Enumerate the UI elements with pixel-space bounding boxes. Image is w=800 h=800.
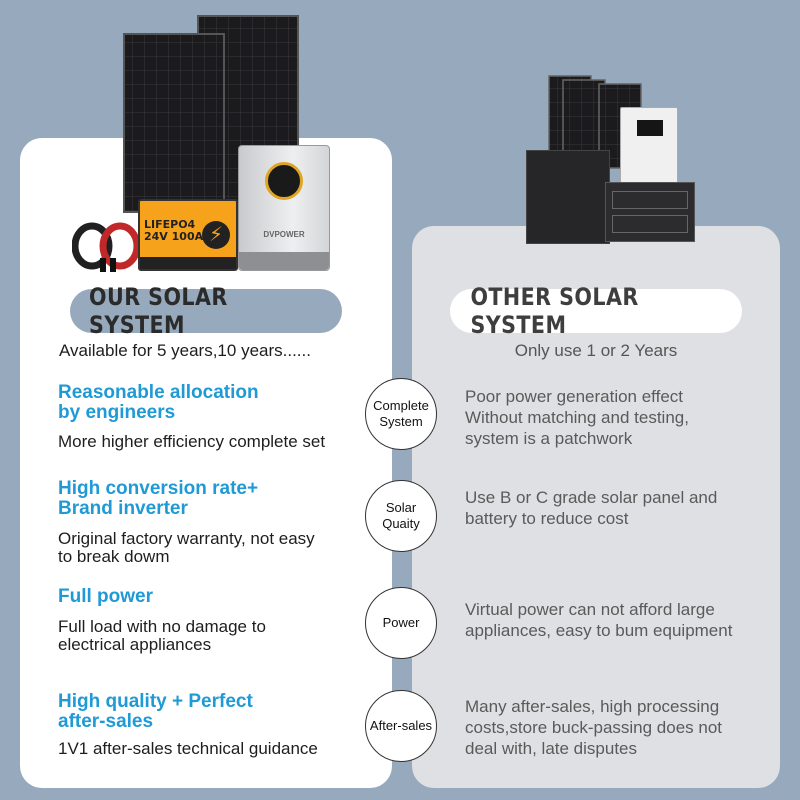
other-panels-image (548, 75, 642, 169)
other-system-header: OTHER SOLAR SYSTEM (450, 283, 742, 339)
badge-complete-system: Complete System (365, 378, 437, 450)
other-system-title: OTHER SOLAR SYSTEM (470, 283, 639, 339)
our-system-header: OUR SOLAR SYSTEM (70, 283, 342, 339)
feature-desc-power: Full load with no damage to electrical a… (58, 617, 266, 654)
other-desc-solar-quality: Use B or C grade solar panel and battery… (465, 488, 718, 528)
feature-title-power: Full power (58, 586, 153, 607)
our-system-title: OUR SOLAR SYSTEM (89, 283, 228, 339)
feature-desc-aftersales: 1V1 after-sales technical guidance (58, 739, 318, 758)
feature-title-allocation: Reasonable allocation by engineers (58, 382, 259, 423)
our-system-subtitle: Available for 5 years,10 years...... (59, 341, 311, 360)
other-desc-after-sales: Many after-sales, high processing costs,… (465, 697, 723, 758)
feature-title-aftersales: High quality + Perfect after-sales (58, 691, 253, 732)
other-desc-complete-system: Poor power generation effect Without mat… (465, 387, 689, 448)
other-inverter-image (620, 107, 678, 191)
other-system-subtitle: Only use 1 or 2 Years (514, 341, 678, 360)
feature-desc-allocation: More higher efficiency complete set (58, 432, 326, 451)
badge-power: Power (365, 587, 437, 659)
badge-after-sales: After-sales (365, 690, 437, 762)
other-desc-power: Virtual power can not afford large appli… (465, 600, 733, 640)
badge-solar-quality: Solar Quaity (365, 480, 437, 552)
feature-desc-conversion: Original factory warranty, not easy to b… (58, 529, 315, 566)
feature-title-conversion: High conversion rate+ Brand inverter (58, 478, 259, 519)
